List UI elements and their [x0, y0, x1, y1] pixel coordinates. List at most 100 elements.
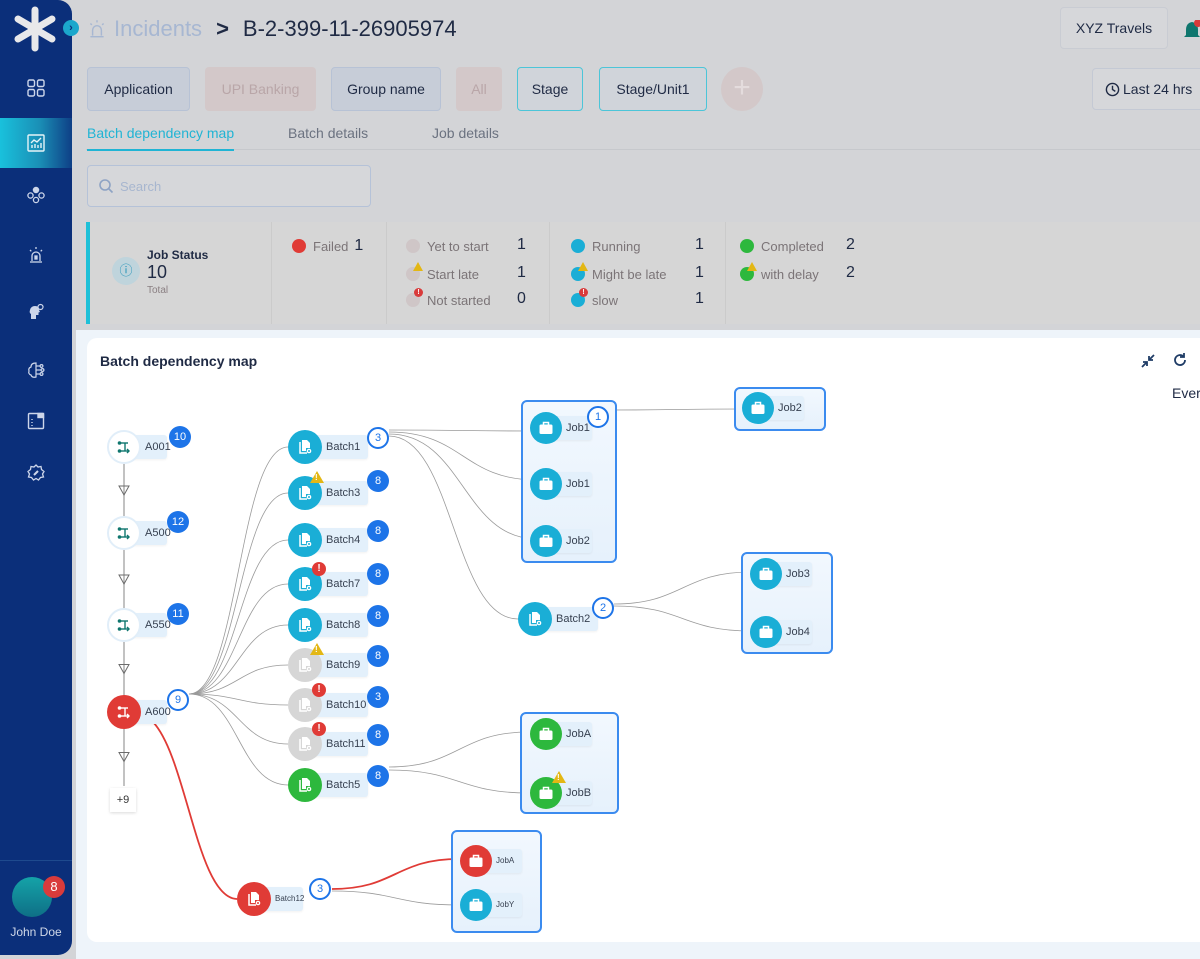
- app-node-a001[interactable]: [107, 430, 141, 464]
- sidebar-divider: [0, 860, 72, 861]
- tab-job-details[interactable]: Job details: [432, 125, 499, 141]
- batch-count-badge[interactable]: 8: [367, 563, 389, 585]
- app-node-a500[interactable]: [107, 516, 141, 550]
- status-running[interactable]: Running: [571, 236, 640, 256]
- batch-count-badge[interactable]: 2: [592, 597, 614, 619]
- more-apps-button[interactable]: +9: [110, 788, 136, 812]
- app-logo-icon[interactable]: [12, 6, 58, 52]
- status-with-delay[interactable]: with delay: [740, 262, 819, 284]
- status-yet-to-start[interactable]: Yet to start: [406, 236, 489, 256]
- status-not-started[interactable]: ! Not started: [406, 288, 491, 310]
- job-node-job2[interactable]: [530, 525, 562, 557]
- status-label: with delay: [761, 266, 819, 282]
- batch-node-batch1[interactable]: [288, 430, 322, 464]
- batch-count-badge[interactable]: 8: [367, 470, 389, 492]
- briefcase-icon: [468, 897, 484, 913]
- nav-analytics[interactable]: [0, 118, 72, 168]
- status-label: slow: [592, 292, 619, 308]
- batch-edge: [188, 664, 289, 695]
- status-value: 2: [846, 236, 855, 253]
- tab-batch-details[interactable]: Batch details: [288, 125, 369, 141]
- batch-edge: [188, 539, 289, 695]
- batch-file-icon: [297, 439, 313, 455]
- org-selector-button[interactable]: XYZ Travels: [1060, 7, 1168, 49]
- nav-incidents[interactable]: [0, 230, 72, 280]
- divider: [549, 222, 550, 324]
- batch-file-icon: [297, 697, 313, 713]
- breadcrumb-incidents-link[interactable]: Incidents: [114, 16, 203, 41]
- status-completed[interactable]: Completed: [740, 236, 824, 256]
- search-input[interactable]: [120, 178, 360, 194]
- batch-node-batch2[interactable]: [518, 602, 552, 636]
- app-count-badge[interactable]: 11: [167, 603, 189, 625]
- arrow-icon: [118, 485, 130, 497]
- batch-count-badge[interactable]: 3: [367, 427, 389, 449]
- nav-ml[interactable]: [0, 345, 72, 395]
- batch-count-badge[interactable]: 8: [367, 645, 389, 667]
- filter-stage[interactable]: Stage: [517, 67, 583, 111]
- chart-icon: [27, 134, 45, 152]
- batch-count-badge[interactable]: 8: [367, 724, 389, 746]
- batch-node-batch5[interactable]: [288, 768, 322, 802]
- bell-icon[interactable]: [1184, 20, 1200, 42]
- status-failed[interactable]: Failed 1: [292, 236, 363, 256]
- app-count-badge[interactable]: 10: [169, 426, 191, 448]
- status-label: Completed: [761, 238, 824, 254]
- user-name[interactable]: John Doe: [10, 925, 62, 939]
- status-label: Yet to start: [427, 238, 489, 254]
- nav-dashboard[interactable]: [0, 63, 72, 113]
- batch-node-batch8[interactable]: [288, 608, 322, 642]
- nav-topology[interactable]: [0, 170, 72, 220]
- filter-stage-unit[interactable]: Stage/Unit1: [599, 67, 707, 111]
- app-node-a550[interactable]: [107, 608, 141, 642]
- status-slow[interactable]: ! slow: [571, 288, 619, 310]
- job-node-job4[interactable]: [750, 616, 782, 648]
- job-node-job1[interactable]: [530, 412, 562, 444]
- workflow-icon: [116, 617, 132, 633]
- briefcase-icon: [538, 726, 554, 742]
- nav-ai-insights[interactable]: [0, 287, 72, 337]
- siren-icon: [89, 20, 105, 38]
- job-node-job3[interactable]: [750, 558, 782, 590]
- status-start-late[interactable]: Start late: [406, 262, 479, 284]
- job-node-job2[interactable]: [742, 392, 774, 424]
- time-range-button[interactable]: Last 24 hrs: [1092, 68, 1200, 110]
- grid-icon: [27, 79, 45, 97]
- job-node-joby[interactable]: [460, 889, 492, 921]
- batch-file-icon: [297, 485, 313, 501]
- filter-all[interactable]: All: [456, 67, 502, 111]
- nav-settings[interactable]: [0, 448, 72, 498]
- app-node-a600[interactable]: [107, 695, 141, 729]
- app-count-badge[interactable]: 12: [167, 511, 189, 533]
- siren-icon: [29, 247, 43, 263]
- batch-count-badge[interactable]: 3: [309, 878, 331, 900]
- filter-group-name[interactable]: Group name: [331, 67, 441, 111]
- tab-batch-dependency-map[interactable]: Batch dependency map: [87, 125, 235, 151]
- status-might-be-late[interactable]: Might be late: [571, 262, 666, 284]
- expand-sidebar-button[interactable]: ›: [63, 20, 79, 36]
- job-count-badge[interactable]: 1: [587, 406, 609, 428]
- job-node-joba[interactable]: [530, 718, 562, 750]
- batch-count-badge[interactable]: 8: [367, 520, 389, 542]
- refresh-icon[interactable]: [1171, 351, 1189, 369]
- batch-node-batch12[interactable]: [237, 882, 271, 916]
- filter-application[interactable]: Application: [87, 67, 190, 111]
- batch-count-badge[interactable]: 8: [367, 605, 389, 627]
- error-icon: !: [312, 683, 326, 697]
- might-be-late-dot-icon: [571, 262, 588, 281]
- job-status-total-label: Total: [147, 285, 169, 296]
- add-filter-button[interactable]: +: [721, 67, 763, 111]
- batch-node-batch4[interactable]: [288, 523, 322, 557]
- batch-count-badge[interactable]: 8: [367, 765, 389, 787]
- job-node-job1[interactable]: [530, 468, 562, 500]
- map-title: Batch dependency map: [100, 353, 258, 369]
- collapse-icon[interactable]: [1139, 352, 1157, 370]
- briefcase-icon: [538, 476, 554, 492]
- batch-count-badge[interactable]: 3: [367, 686, 389, 708]
- app-count-badge[interactable]: 9: [167, 689, 189, 711]
- job-node-joba[interactable]: [460, 845, 492, 877]
- nav-reports[interactable]: [0, 396, 72, 446]
- filter-upi-banking[interactable]: UPI Banking: [205, 67, 316, 111]
- status-label: Running: [592, 238, 641, 254]
